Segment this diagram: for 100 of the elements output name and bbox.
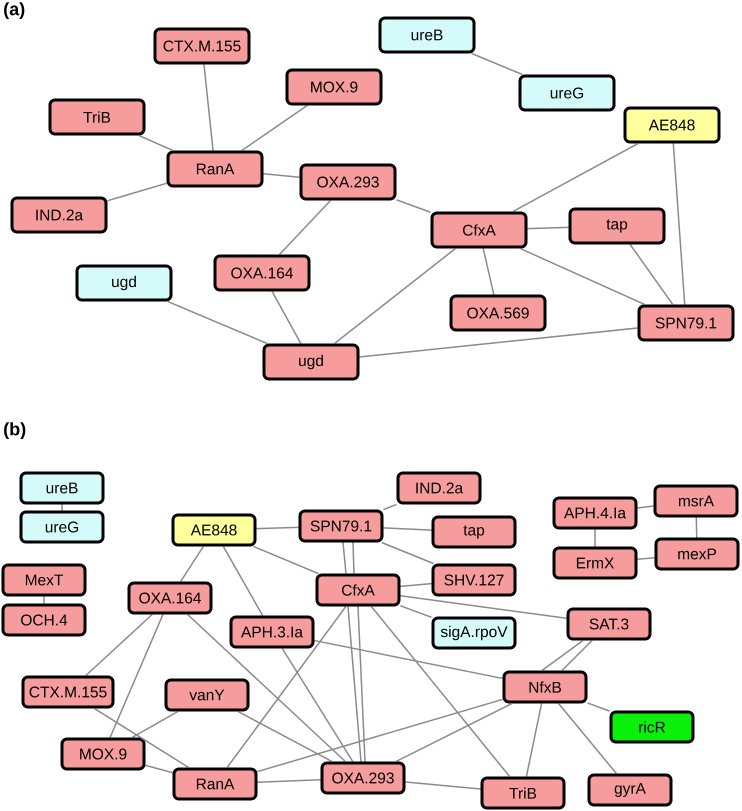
- node-box: TriB: [48, 98, 146, 136]
- node-box: MOX.9: [286, 68, 382, 106]
- edge-line: [400, 582, 432, 588]
- node-box: SPN79.1: [298, 510, 384, 542]
- node-box: IND.2a: [10, 196, 108, 234]
- edge-line: [342, 542, 347, 574]
- edge-line: [637, 505, 654, 509]
- node-box: ureB: [20, 472, 104, 504]
- node-box: CTX.M.155: [22, 676, 114, 708]
- edge-line: [314, 640, 503, 680]
- edge-line: [282, 648, 354, 762]
- edge-line: [278, 200, 332, 256]
- edge-line: [381, 542, 434, 564]
- edge-line: [357, 606, 366, 762]
- edge-line: [383, 504, 397, 510]
- edge-line: [241, 104, 308, 152]
- edge-line: [203, 64, 214, 151]
- edge-line: [168, 300, 268, 344]
- edge-line: [512, 142, 638, 212]
- node-box: OXA.293: [320, 762, 406, 794]
- node-box: SPN79.1: [638, 304, 734, 342]
- edge-line: [400, 595, 567, 619]
- edge-line: [256, 526, 299, 530]
- node-box: RanA: [166, 150, 264, 188]
- edge-line: [370, 606, 510, 777]
- edge-line: [94, 708, 190, 768]
- edge-line: [257, 778, 321, 784]
- node-box: ureB: [378, 16, 476, 54]
- node-box: OXA.569: [450, 294, 546, 332]
- node-box: APH.3.Ia: [230, 616, 314, 648]
- node-box: ErmX: [552, 546, 638, 580]
- edge-line: [520, 248, 646, 306]
- edge-line: [383, 527, 432, 531]
- edge-line: [253, 546, 319, 574]
- node-box: mexP: [654, 538, 740, 570]
- edge-line: [526, 703, 542, 777]
- node-box: SHV.127: [432, 564, 516, 596]
- edge-line: [587, 702, 610, 712]
- edge-line: [696, 518, 698, 538]
- node-box: OCH.4: [2, 604, 86, 636]
- node-box: CTX.M.155: [154, 28, 250, 64]
- edge-line: [630, 244, 674, 305]
- edge-line: [396, 199, 431, 213]
- edge-line: [672, 143, 686, 305]
- edge-line: [400, 605, 432, 618]
- edge-line: [222, 546, 264, 616]
- edge-line: [359, 327, 638, 358]
- node-box: ureG: [20, 510, 104, 544]
- edge-line: [257, 698, 503, 772]
- edge-line: [594, 530, 596, 546]
- edge-line: [542, 640, 584, 672]
- node-box: sigA.rpoV: [432, 616, 516, 650]
- edge-line: [145, 764, 173, 774]
- node-box: ugd: [262, 344, 360, 380]
- edge-line: [405, 781, 481, 790]
- edge-line: [43, 596, 45, 604]
- node-box: MexT: [2, 564, 86, 596]
- node-box: OXA.293: [300, 164, 396, 200]
- node-box: APH.4.Ia: [552, 496, 638, 530]
- node-box: ureG: [518, 74, 616, 112]
- node-box: tap: [432, 516, 516, 548]
- edge-line: [180, 546, 204, 582]
- panel-label: (a): [4, 2, 24, 19]
- node-box: MOX.9: [60, 738, 146, 770]
- edge-line: [85, 614, 153, 676]
- node-box: msrA: [654, 484, 738, 518]
- edge-line: [226, 606, 346, 768]
- edge-line: [558, 703, 617, 774]
- node-box: vanY: [164, 678, 250, 712]
- node-box: ugd: [76, 264, 172, 302]
- edge-line: [109, 614, 164, 738]
- edge-line: [138, 134, 174, 152]
- edge-line: [187, 614, 346, 762]
- edge-line: [238, 710, 332, 762]
- node-box: ricR: [610, 710, 694, 744]
- edge-line: [263, 173, 300, 178]
- edge-line: [482, 248, 494, 295]
- node-box: OXA.164: [128, 582, 212, 614]
- edge-line: [637, 557, 655, 560]
- edge-line: [347, 606, 362, 762]
- edge-line: [334, 248, 456, 344]
- node-box: IND.2a: [396, 472, 482, 504]
- node-box: OXA.164: [214, 254, 310, 292]
- edge-line: [132, 710, 178, 738]
- edge-line: [471, 52, 523, 76]
- node-box: AE848: [624, 106, 720, 144]
- node-box: CfxA: [430, 212, 528, 248]
- node-box: CfxA: [316, 574, 400, 606]
- edge-line: [352, 542, 355, 574]
- edge-line: [272, 291, 302, 344]
- node-box: AE848: [172, 514, 256, 546]
- edge-line: [561, 640, 593, 672]
- node-box: SAT.3: [566, 608, 652, 640]
- node-box: NfxB: [502, 670, 588, 704]
- edge-line: [61, 504, 63, 510]
- edge-line: [527, 226, 569, 230]
- edge-line: [396, 702, 512, 762]
- node-box: gyrA: [588, 774, 672, 806]
- node-box: TriB: [480, 776, 566, 810]
- node-box: tap: [568, 208, 666, 244]
